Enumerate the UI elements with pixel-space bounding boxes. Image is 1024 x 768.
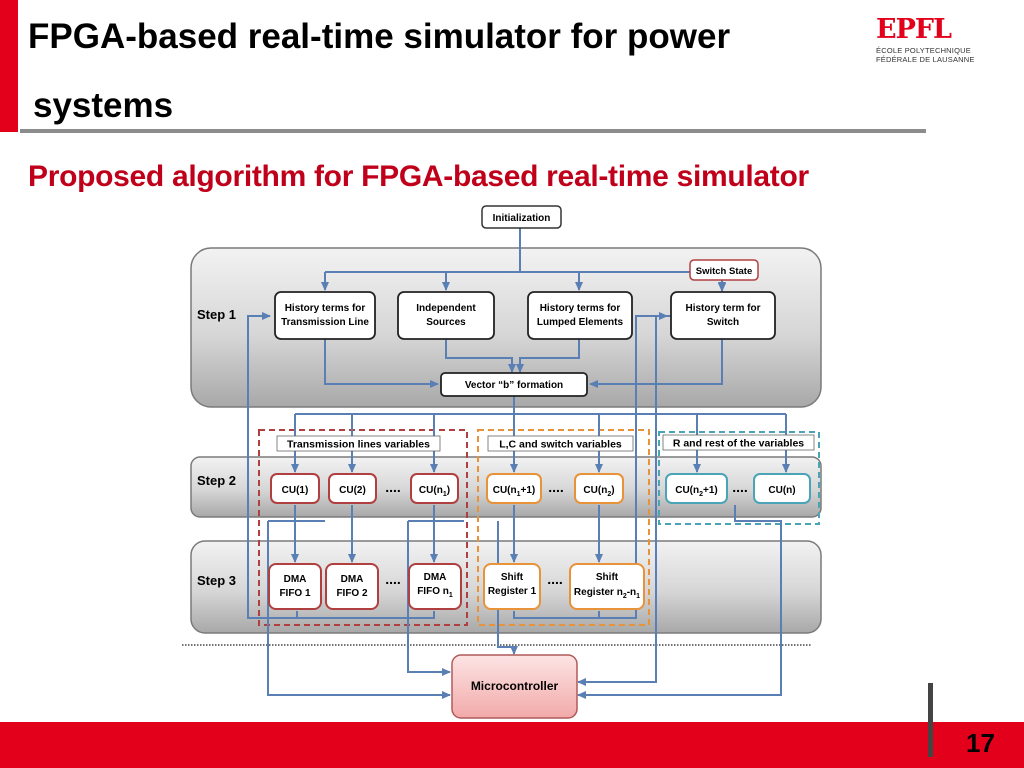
- logo-wordmark: EPFL: [876, 14, 952, 45]
- cu-n2-plus1-label: CU(n2+1): [675, 485, 718, 498]
- ellipsis-step2-tl: ....: [385, 479, 401, 495]
- step1-panel: [190, 247, 822, 408]
- shift-registern-line1: Shift: [596, 572, 619, 583]
- independent-sources-line2: Sources: [426, 317, 466, 328]
- shift-register1-line2: Register 1: [488, 586, 537, 597]
- group-r-rest-label-bg: [662, 434, 815, 451]
- group-r-rest-outline: [658, 431, 820, 525]
- group-lc-switch-label: L,C and switch variables: [499, 439, 622, 451]
- cu-n2-box: [574, 473, 624, 504]
- dma-fifo2-line1: DMA: [341, 574, 364, 585]
- history-switch-line2: Switch: [707, 317, 739, 328]
- cu-n1-plus1-label: CU(n1+1): [493, 485, 536, 498]
- step2-label: Step 2: [197, 473, 236, 488]
- cu-n2-plus1-box: [665, 473, 728, 504]
- slide-title-line2: systems: [33, 86, 174, 125]
- group-transmission-label-bg: [276, 435, 441, 452]
- shift-register1-box: [483, 563, 541, 610]
- history-switch-box: [670, 291, 776, 340]
- footer-bar: [0, 722, 1024, 768]
- group-r-rest-label: R and rest of the variables: [673, 438, 804, 450]
- microcontroller-label: Microcontroller: [471, 679, 559, 693]
- initialization-box: [481, 205, 562, 229]
- ellipsis-step3-tl: ....: [385, 571, 401, 587]
- header-divider: [20, 129, 926, 133]
- page-number-separator: [928, 683, 933, 757]
- cu-2-box: [328, 473, 377, 504]
- independent-sources-box: [397, 291, 495, 340]
- cu-1-box: [270, 473, 320, 504]
- cu-n2-label: CU(n2): [583, 485, 614, 498]
- group-lc-switch-label-bg: [487, 435, 634, 452]
- ellipsis-step2-r: ....: [732, 479, 748, 495]
- cu-n1-plus1-box: [486, 473, 542, 504]
- dma-fifon-line1: DMA: [424, 572, 447, 583]
- dma-fifo1-line1: DMA: [284, 574, 307, 585]
- dma-fifo1-line2: FIFO 1: [279, 588, 311, 599]
- switch-state-label: Switch State: [696, 266, 753, 277]
- vector-b-box: [440, 372, 588, 397]
- cu-n1-box: [410, 473, 459, 504]
- slide-subtitle: Proposed algorithm for FPGA-based real-t…: [28, 160, 809, 193]
- group-transmission-outline: [258, 429, 468, 626]
- initialization-label: Initialization: [493, 213, 551, 224]
- microcontroller-box: [451, 654, 578, 719]
- shift-registern-line2: Register n2-n1: [574, 587, 640, 600]
- cu-n-label: CU(n): [768, 485, 795, 496]
- history-tl-box: [274, 291, 376, 340]
- history-lumped-line1: History terms for: [540, 303, 621, 314]
- ellipsis-step3-lc: ....: [547, 571, 563, 587]
- epfl-logo: EPFL ÉCOLE POLYTECHNIQUE FÉDÉRALE DE LAU…: [876, 14, 986, 64]
- group-lc-switch-outline: [477, 429, 650, 626]
- dma-fifon-line2: FIFO n1: [417, 586, 453, 599]
- cu-n1-label: CU(n1): [419, 485, 450, 498]
- shift-registern-box: [569, 563, 645, 610]
- logo-caption-line1: ÉCOLE POLYTECHNIQUE: [876, 46, 971, 55]
- dma-fifo2-box: [325, 563, 379, 610]
- vector-b-label: Vector “b” formation: [465, 380, 563, 391]
- ellipsis-step2-lc: ....: [548, 479, 564, 495]
- history-switch-line1: History term for: [685, 303, 760, 314]
- step3-label: Step 3: [197, 573, 236, 588]
- history-tl-label-line2: Transmission Line: [281, 317, 369, 328]
- independent-sources-line1: Independent: [416, 303, 476, 314]
- cu-2-label: CU(2): [339, 485, 366, 496]
- dma-fifo1-box: [268, 563, 322, 610]
- group-transmission-label: Transmission lines variables: [287, 439, 430, 451]
- shift-register1-line1: Shift: [501, 572, 524, 583]
- step1-label: Step 1: [197, 307, 236, 322]
- history-lumped-line2: Lumped Elements: [537, 317, 624, 328]
- dma-fifon-box: [408, 563, 462, 610]
- header-accent-bar: [0, 0, 18, 132]
- cu-1-label: CU(1): [282, 485, 309, 496]
- page-number: 17: [966, 728, 995, 758]
- history-tl-label-line1: History terms for: [285, 303, 366, 314]
- switch-state-box: [689, 259, 759, 281]
- logo-caption-line2: FÉDÉRALE DE LAUSANNE: [876, 55, 975, 64]
- dma-fifo2-line2: FIFO 2: [336, 588, 368, 599]
- slide-title-line1: FPGA-based real-time simulator for power: [28, 17, 731, 56]
- cu-n-box: [753, 473, 811, 504]
- history-lumped-box: [527, 291, 633, 340]
